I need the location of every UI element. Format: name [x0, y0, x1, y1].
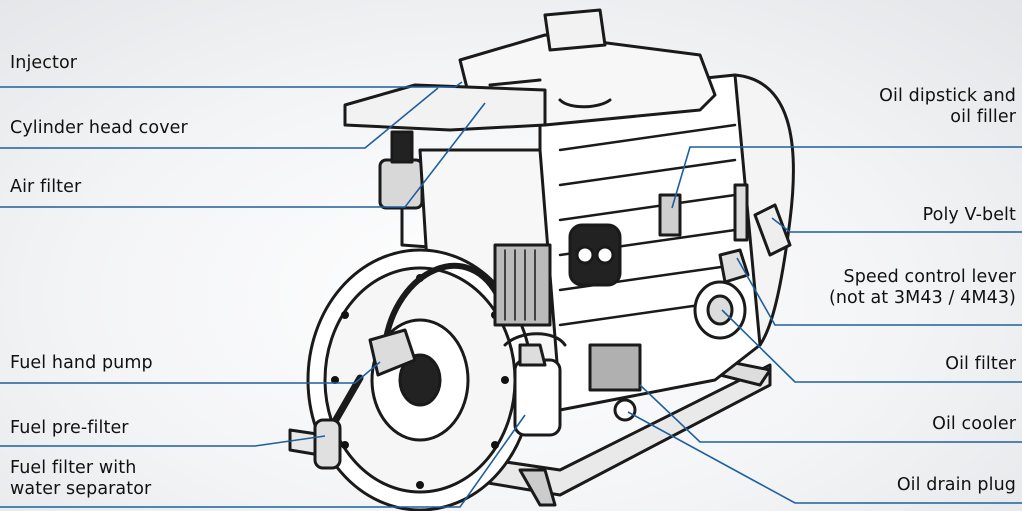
label-fuel-filter-water-separator: Fuel filter with water separator: [10, 458, 151, 500]
label-cylinder-head-cover: Cylinder head cover: [10, 118, 188, 138]
label-oil-dipstick-line1: Oil dipstick and: [879, 86, 1016, 106]
leader-cylinder-head-cover: [0, 87, 439, 149]
label-oil-filter: Oil filter: [945, 354, 1016, 374]
leader-oil-drain-plug: [627, 411, 1022, 504]
leader-fuel-pre-filter: [0, 435, 326, 447]
label-fuel-filter-line2: water separator: [10, 479, 152, 499]
label-oil-cooler: Oil cooler: [932, 414, 1016, 434]
leader-lines: [0, 81, 1022, 508]
leader-speed-control-lever: [736, 257, 1022, 326]
leader-air-filter: [0, 102, 486, 208]
leader-poly-v-belt: [771, 217, 1022, 233]
label-oil-drain-plug: Oil drain plug: [896, 475, 1016, 495]
leader-oil-filter: [721, 309, 1022, 383]
leader-fuel-hand-pump: [0, 361, 381, 384]
leader-oil-cooler: [639, 384, 1022, 443]
leader-injector: [0, 81, 463, 88]
label-fuel-pre-filter: Fuel pre-filter: [10, 418, 129, 438]
label-injector: Injector: [10, 53, 78, 73]
label-poly-v-belt: Poly V-belt: [922, 205, 1016, 225]
label-fuel-filter-line1: Fuel filter with: [10, 458, 137, 478]
label-oil-dipstick-filler: Oil dipstick and oil filler: [879, 86, 1016, 128]
label-fuel-hand-pump: Fuel hand pump: [10, 353, 153, 373]
leader-oil-dipstick-filler: [671, 146, 1022, 209]
label-speed-control-lever: Speed control lever (not at 3M43 / 4M43): [829, 267, 1016, 309]
label-speed-control-line1: Speed control lever: [843, 267, 1016, 287]
label-air-filter: Air filter: [10, 177, 82, 197]
label-speed-control-line2: (not at 3M43 / 4M43): [828, 288, 1016, 308]
label-oil-dipstick-line2: oil filler: [950, 107, 1016, 127]
leader-fuel-filter-water-separator: [0, 414, 526, 508]
